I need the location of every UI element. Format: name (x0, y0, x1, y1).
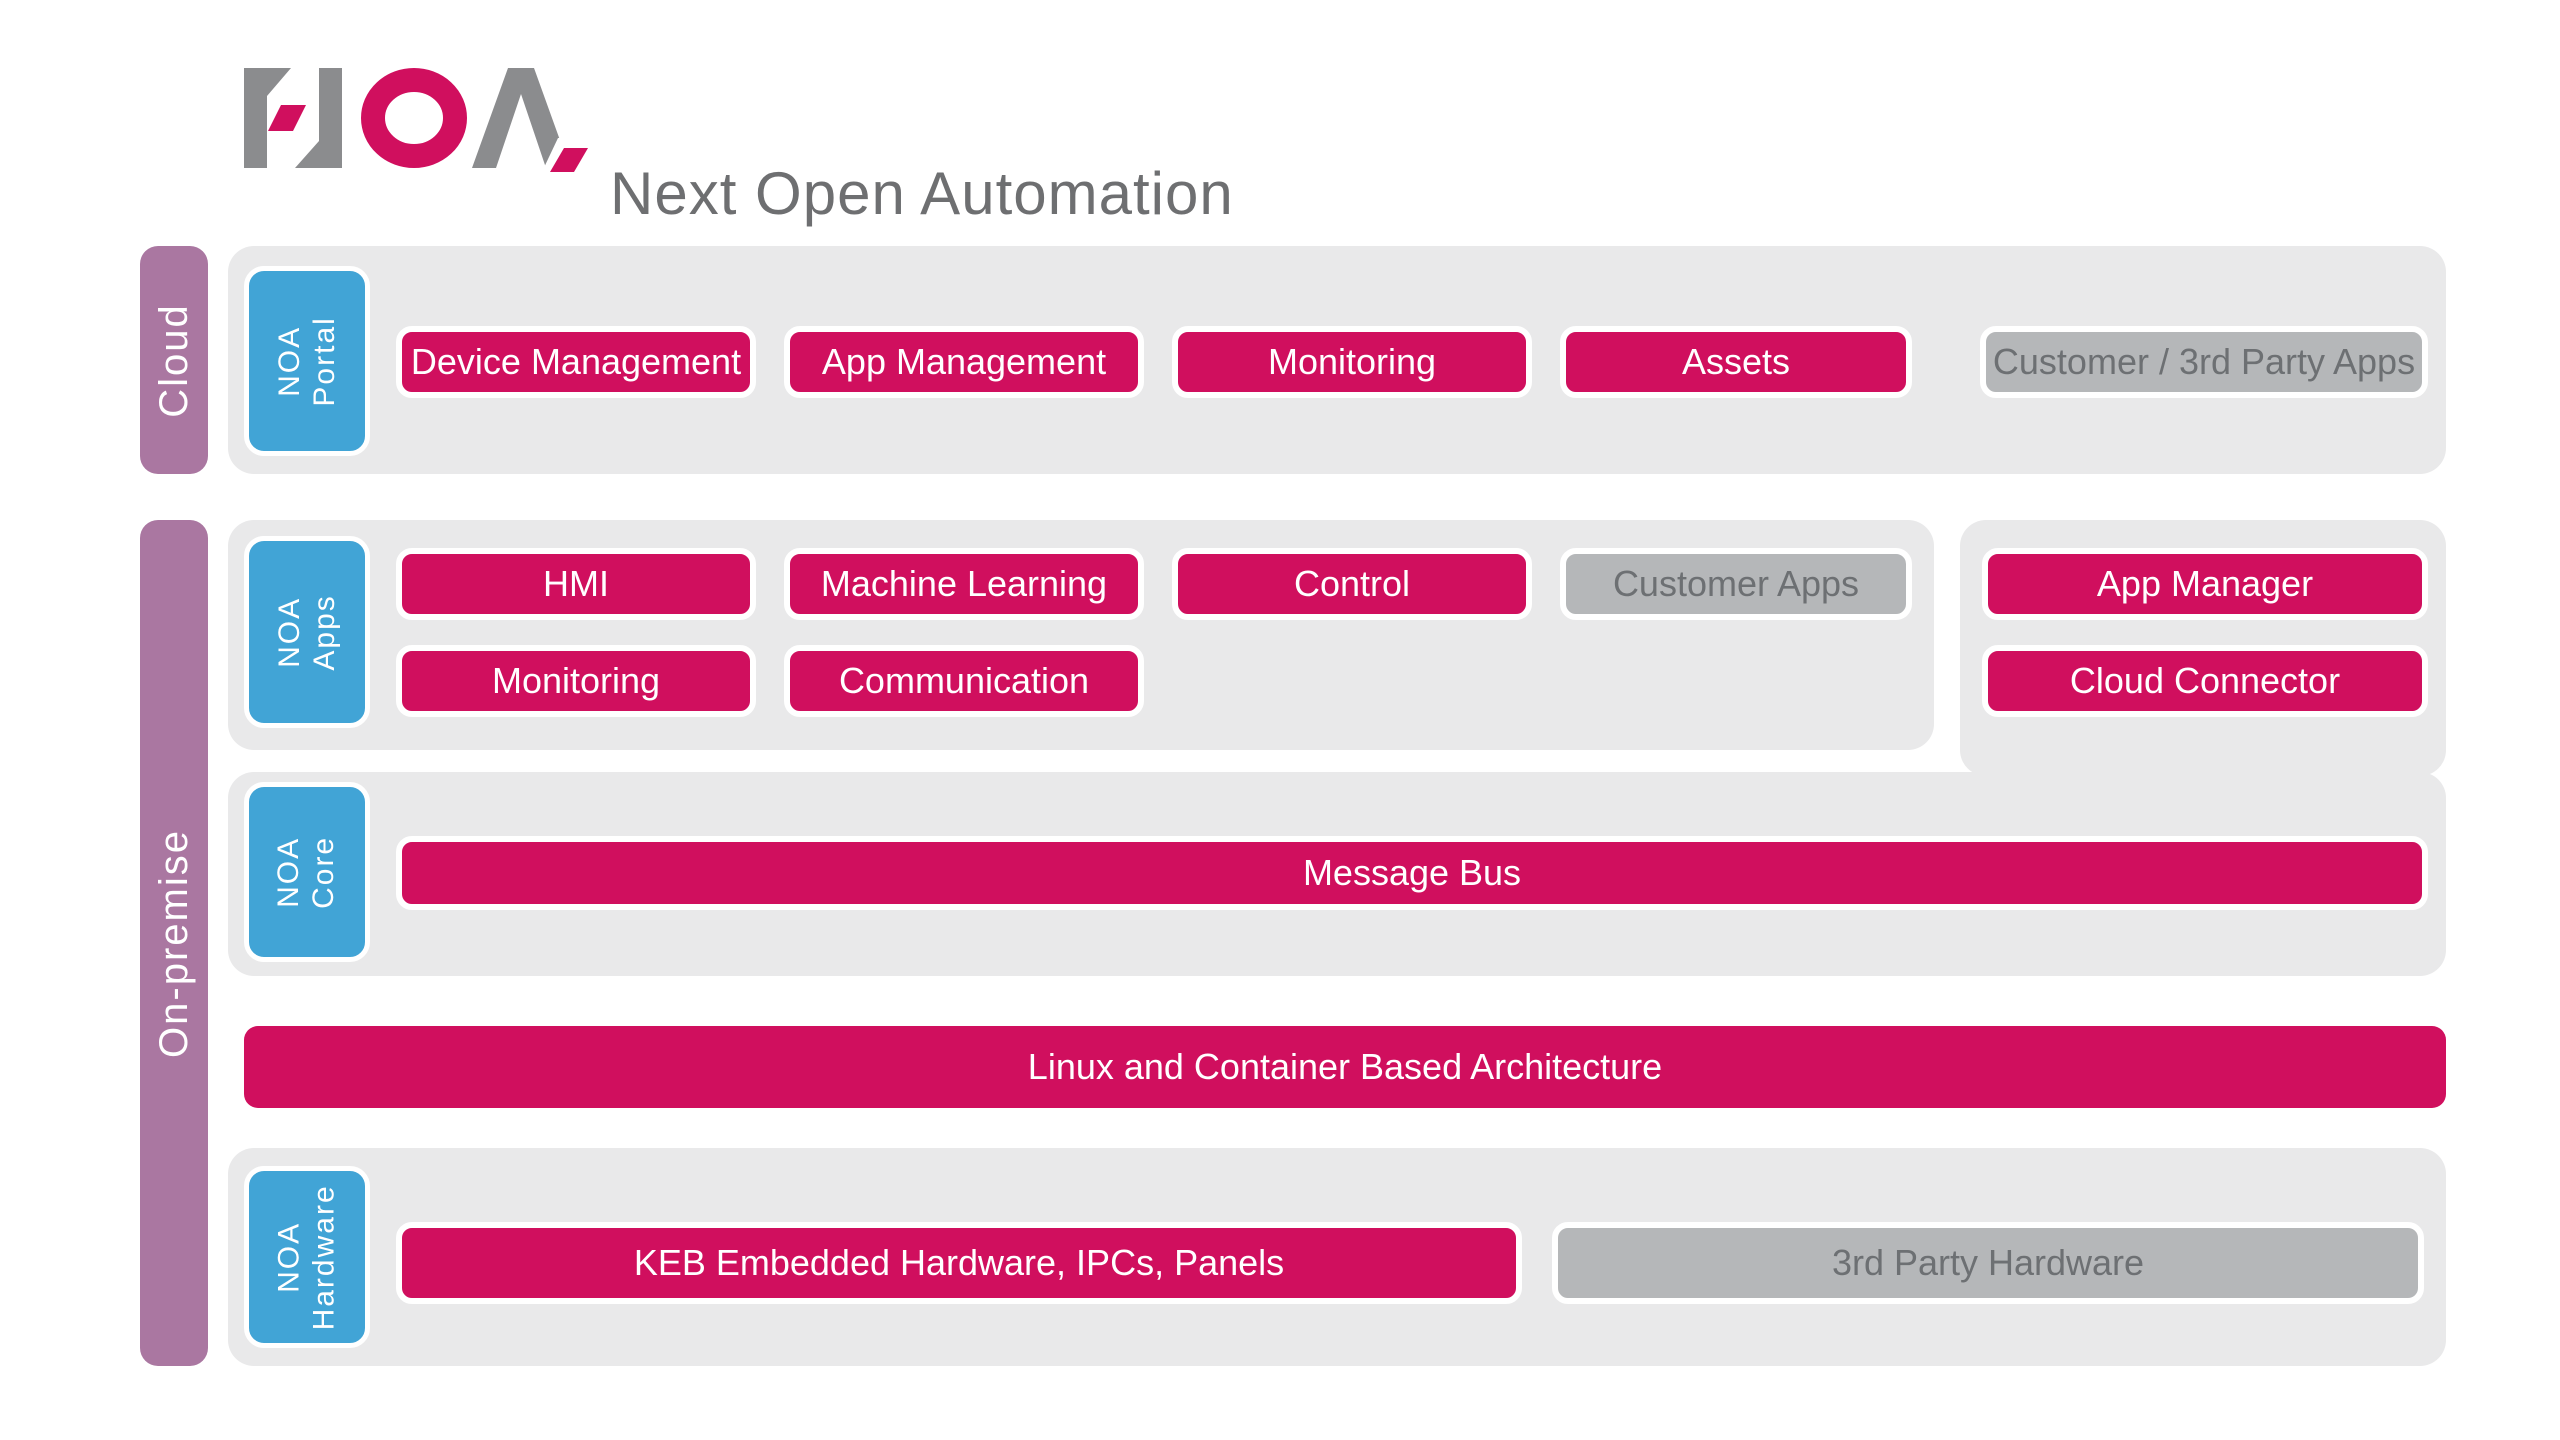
assets-chip: Assets (1560, 326, 1912, 398)
communication-chip: Communication (784, 645, 1144, 717)
noa-portal-tab: NOA Portal (244, 266, 370, 456)
noa-logo-icon (244, 68, 592, 176)
message-bus-bar: Message Bus (396, 836, 2428, 910)
app-management-chip: App Management (784, 326, 1144, 398)
linux-container-architecture-bar: Linux and Container Based Architecture (244, 1026, 2446, 1108)
noa-core-tab: NOA Core (244, 782, 370, 962)
noa-core-tab-label: NOA Core (272, 835, 341, 909)
logo-subtitle: Next Open Automation (610, 160, 1234, 227)
noa-apps-tab-label: NOA Apps (272, 593, 341, 671)
monitoring-apps-chip: Monitoring (396, 645, 756, 717)
noa-hardware-tab-label: NOA Hardware (272, 1183, 341, 1331)
noa-apps-tab: NOA Apps (244, 536, 370, 728)
control-chip: Control (1172, 548, 1532, 620)
machine-learning-chip: Machine Learning (784, 548, 1144, 620)
device-management-chip: Device Management (396, 326, 756, 398)
noa-portal-tab-label: NOA Portal (272, 315, 341, 407)
cloud-connector-chip: Cloud Connector (1982, 645, 2428, 717)
on-premise-sidebar-label: On-premise (151, 828, 196, 1058)
cloud-sidebar: Cloud (140, 246, 208, 474)
monitoring-cloud-chip: Monitoring (1172, 326, 1532, 398)
hmi-chip: HMI (396, 548, 756, 620)
customer-apps-chip: Customer Apps (1560, 548, 1912, 620)
customer-3rd-party-apps-chip: Customer / 3rd Party Apps (1980, 326, 2428, 398)
on-premise-sidebar: On-premise (140, 520, 208, 1366)
keb-embedded-hardware-chip: KEB Embedded Hardware, IPCs, Panels (396, 1222, 1522, 1304)
cloud-sidebar-label: Cloud (151, 302, 196, 418)
app-manager-chip: App Manager (1982, 548, 2428, 620)
noa-hardware-tab: NOA Hardware (244, 1166, 370, 1348)
third-party-hardware-chip: 3rd Party Hardware (1552, 1222, 2424, 1304)
